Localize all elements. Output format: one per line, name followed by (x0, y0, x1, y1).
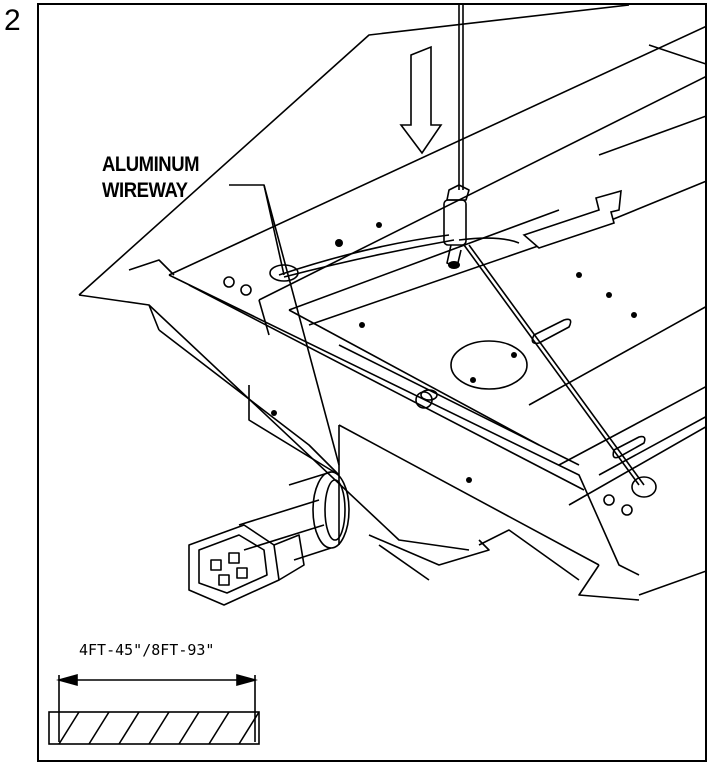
dimension-diagram (48, 673, 260, 745)
wireway-callout-line2: WIREWAY (102, 179, 188, 202)
illustration-frame: ALUMINUM WIREWAY 4FT-45"/8FT-93" (37, 3, 707, 762)
down-arrow-icon (399, 45, 443, 155)
slide-arrow-icon (522, 189, 622, 249)
dimension-label: 4FT-45"/8FT-93" (79, 641, 215, 659)
step-number: 2 (4, 4, 21, 37)
fixture-drawing (48, 5, 705, 745)
wireway-callout-line1: ALUMINUM (102, 153, 200, 176)
